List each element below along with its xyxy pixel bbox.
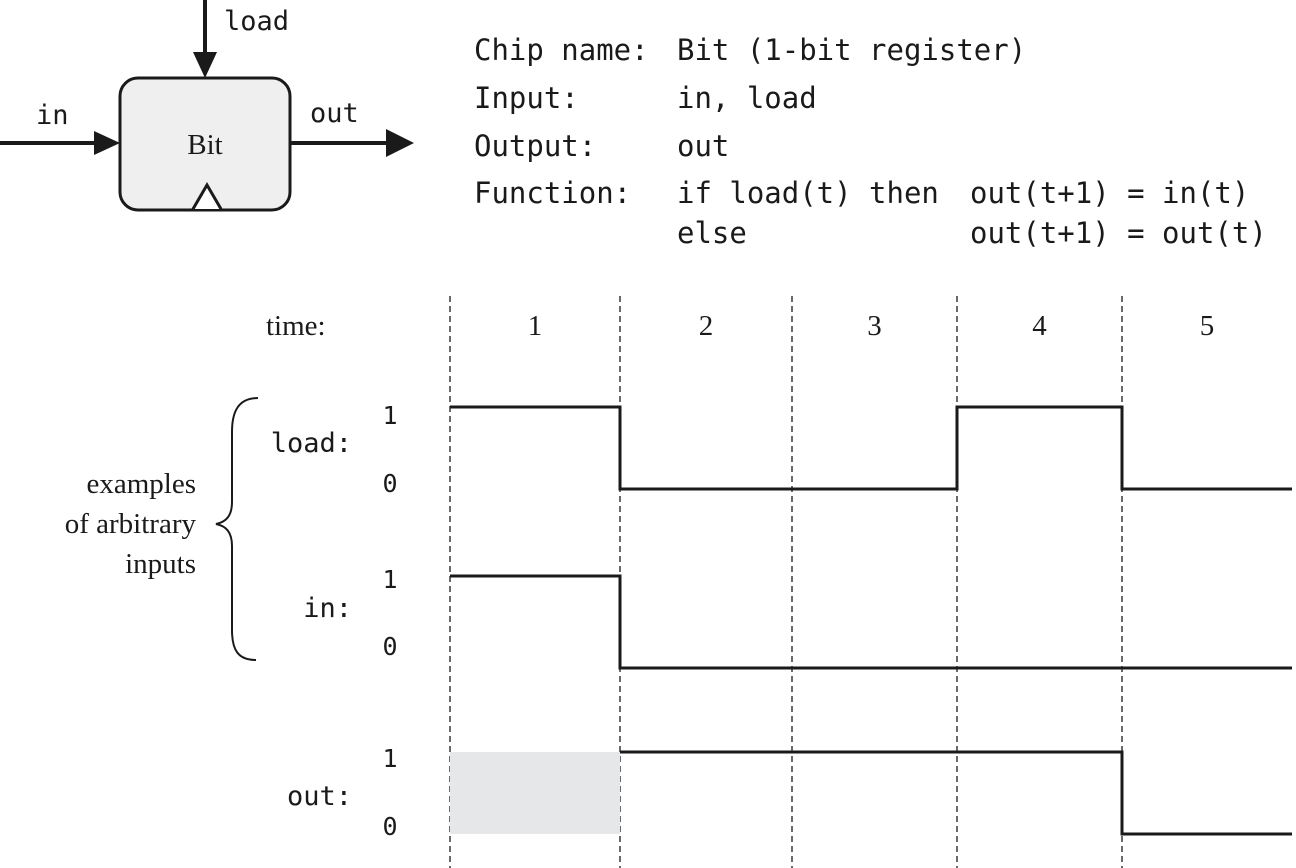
level-high-label: 1 xyxy=(382,744,397,773)
in-pin-arrowhead xyxy=(94,131,120,155)
signal-waveform xyxy=(450,574,1292,670)
spec-chip-name-key: Chip name: xyxy=(474,33,649,67)
unknown-regions xyxy=(450,752,620,834)
brace-note-line-2: of arbitrary xyxy=(65,508,197,540)
chip-spec: Chip name: Bit (1-bit register) Input: i… xyxy=(474,33,1267,250)
period-label: 1 xyxy=(528,310,543,342)
signal-row: load: 1 0 xyxy=(271,401,1292,498)
level-high-label: 1 xyxy=(382,401,397,430)
period-label: 2 xyxy=(699,310,714,342)
period-labels: 1 2 3 4 5 xyxy=(528,310,1215,342)
inputs-brace xyxy=(215,397,259,661)
signal-name: load: xyxy=(271,428,352,459)
chip-diagram: load in Bit out xyxy=(0,0,414,212)
spec-output-key: Output: xyxy=(474,129,596,163)
signal-row: out: 1 0 xyxy=(287,744,1292,841)
spec-output-value: out xyxy=(677,129,729,163)
clock-triangle-icon xyxy=(191,182,223,210)
load-pin-arrowhead xyxy=(193,52,217,78)
in-pin-label: in xyxy=(36,100,69,131)
period-label: 3 xyxy=(867,310,882,342)
signal-waveform xyxy=(620,750,1292,836)
signal-row: in: 1 0 xyxy=(303,565,1292,670)
time-axis-label: time: xyxy=(266,310,326,342)
signal-waveform xyxy=(450,405,1292,491)
period-label: 5 xyxy=(1200,310,1215,342)
level-high-label: 1 xyxy=(382,565,397,594)
spec-function-if-expr: out(t+1) = in(t) xyxy=(970,176,1249,210)
spec-function-else-expr: out(t+1) = out(t) xyxy=(970,216,1267,250)
spec-function-if: if load(t) then xyxy=(677,176,939,210)
unknown-state-region xyxy=(450,752,620,834)
spec-input-value: in, load xyxy=(677,81,817,115)
load-pin-label: load xyxy=(224,6,289,37)
brace-note-line-3: inputs xyxy=(125,548,196,580)
signal-name: in: xyxy=(303,593,352,624)
signal-rows: load: 1 0 in: 1 0 out: 1 0 xyxy=(271,401,1292,841)
spec-input-key: Input: xyxy=(474,81,579,115)
level-low-label: 0 xyxy=(382,469,397,498)
level-low-label: 0 xyxy=(382,812,397,841)
out-pin-label: out xyxy=(310,98,359,129)
brace-note-line-1: examples xyxy=(86,468,196,500)
level-low-label: 0 xyxy=(382,632,397,661)
period-label: 4 xyxy=(1032,310,1047,342)
spec-function-key: Function: xyxy=(474,176,631,210)
spec-function-else: else xyxy=(677,216,747,250)
bit-chip-label: Bit xyxy=(187,129,222,161)
spec-chip-name-value: Bit (1-bit register) xyxy=(677,33,1026,67)
signal-name: out: xyxy=(287,781,352,812)
out-pin-arrowhead xyxy=(386,129,414,157)
